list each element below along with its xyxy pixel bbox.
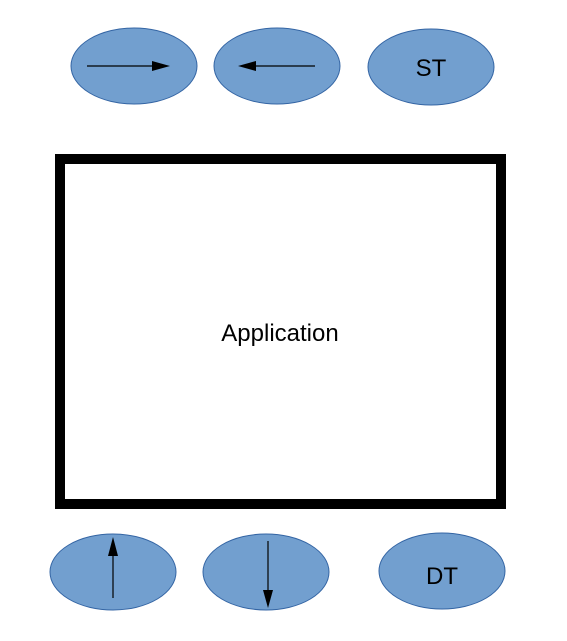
dt-node: DT <box>378 532 506 610</box>
application-box: Application <box>55 154 506 509</box>
st-node: ST <box>367 28 495 106</box>
top-left-arrow-node <box>213 27 341 105</box>
top-right-arrow-node <box>70 27 198 105</box>
arrow-up-icon <box>108 537 118 598</box>
st-label: ST <box>416 55 447 82</box>
bottom-down-arrow-node <box>202 533 330 611</box>
bottom-up-arrow-node <box>49 533 177 611</box>
arrow-right-icon <box>87 61 170 71</box>
arrow-down-icon <box>263 541 273 608</box>
arrow-left-icon <box>238 61 315 71</box>
application-label: Application <box>221 320 338 347</box>
dt-label: DT <box>426 563 458 590</box>
